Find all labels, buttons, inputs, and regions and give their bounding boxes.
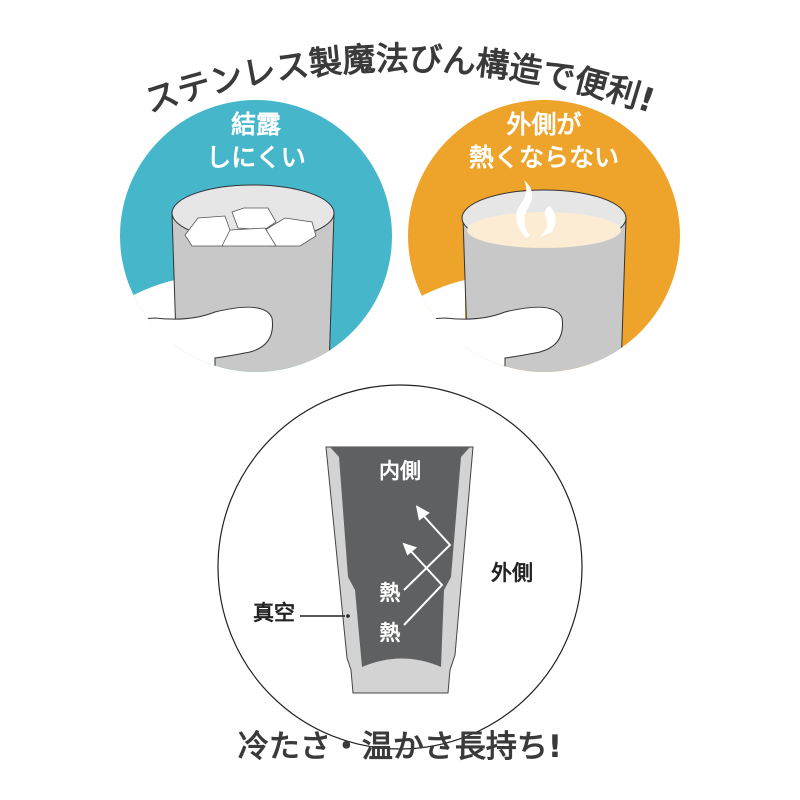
- heat-label: 熱: [380, 581, 401, 605]
- ice-cubes: [184, 207, 317, 247]
- steam-icon: [516, 180, 556, 238]
- outer-label: 外側: [491, 561, 533, 585]
- panel-condensation: 結露 しにくい: [120, 100, 392, 372]
- hot-drink: [467, 212, 621, 248]
- hand-front: [409, 306, 564, 372]
- vacuum-label: 真空: [253, 601, 295, 625]
- panel-outside-not-hot: 外側が 熱くならない: [408, 100, 680, 372]
- hand-back: [120, 280, 175, 372]
- bottom-caption: 冷たさ・温かさ長持ち!: [238, 729, 562, 765]
- vacuum-structure-diagram: 内側 熱 熱 外側 真空: [217, 384, 583, 750]
- arrow-heads: [402, 505, 430, 556]
- inner-label: 内側: [379, 459, 421, 483]
- panel-line1: 結露: [231, 110, 282, 139]
- cup-inner: [330, 447, 470, 667]
- panel-line2: 熱くならない: [469, 143, 619, 172]
- heat-label: 熱: [380, 621, 401, 645]
- panel-line1: 外側が: [506, 110, 581, 139]
- heat-arrows: [403, 512, 452, 626]
- vacuum-dot: [346, 614, 350, 618]
- panel-line2: しにくい: [206, 143, 306, 172]
- hand-back: [408, 280, 465, 372]
